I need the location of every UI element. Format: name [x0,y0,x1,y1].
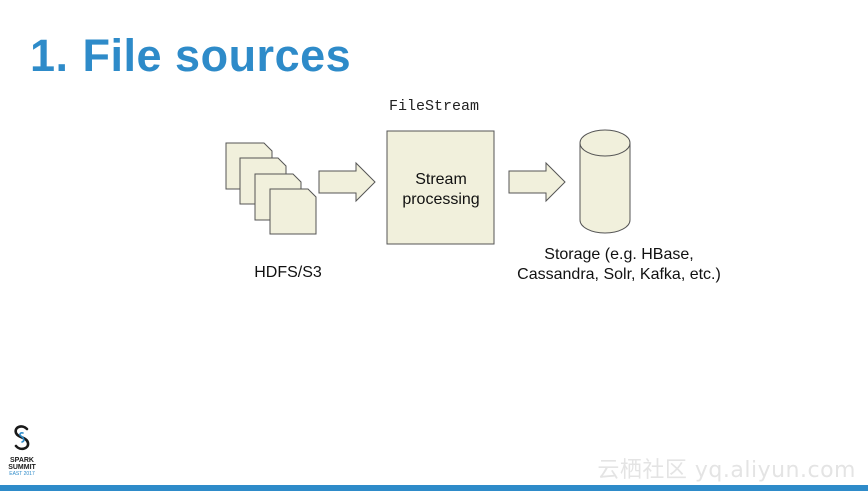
spark-summit-logo: SPARK SUMMIT EAST 2017 [3,424,41,477]
slide-number: 1. [30,30,69,81]
files-icon [225,142,317,235]
filestream-label: FileStream [389,98,480,115]
slide-title: 1. File sources [30,30,351,82]
spark-logo-icon [14,425,30,451]
stream-processing-box [386,130,495,245]
database-icon [579,129,631,234]
source-caption: HDFS/S3 [254,264,322,281]
arrow-right-icon [318,161,376,203]
stream-processing-label: Stream processing [402,171,480,208]
slide-title-text: File sources [82,30,352,81]
bottom-accent-bar [0,485,868,491]
watermark: 云栖社区 yq.aliyun.com [597,458,856,483]
arrow-right-icon [508,161,566,203]
file-icon-4 [269,188,317,235]
storage-caption: Storage (e.g. HBase, Cassandra, Solr, Ka… [517,246,721,283]
